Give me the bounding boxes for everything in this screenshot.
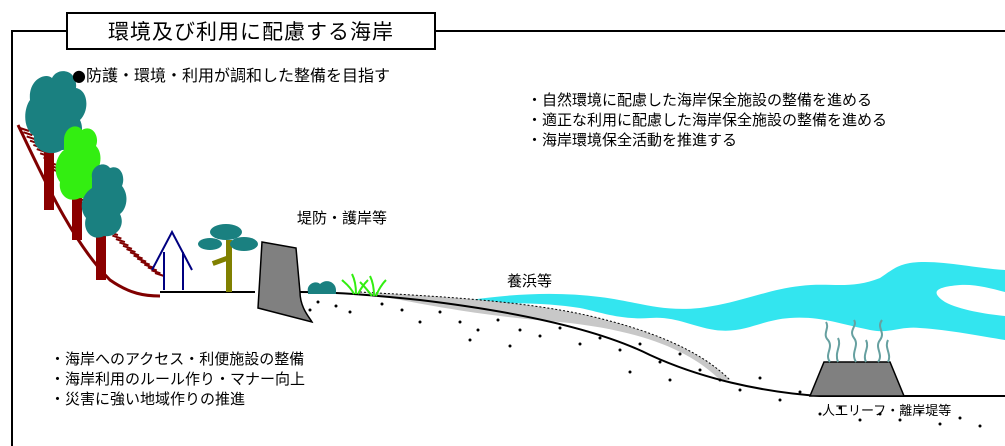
sediment-dot — [538, 334, 542, 338]
sediment-dot — [334, 304, 338, 308]
cliff-hatch — [23, 131, 33, 137]
reef-label: 人工リーフ・離岸堤等 — [822, 404, 952, 419]
cliff-hatch — [119, 241, 129, 247]
sediment-dot — [316, 300, 320, 304]
tree-umbrella — [198, 224, 258, 292]
cliff-hatch — [126, 248, 136, 254]
sediment-dot — [638, 342, 642, 346]
seaweed — [824, 319, 891, 363]
sediment-dot — [938, 422, 942, 426]
policy-item: ・自然環境に配慮した海岸保全施設の整備を進める — [527, 91, 873, 109]
cliff-hatch — [136, 257, 147, 263]
sediment-dot — [678, 352, 682, 356]
goal-statement: ●防護・環境・利用が調和した整備を目指す — [72, 66, 390, 85]
cliff-hatch — [112, 234, 122, 240]
sediment-dot — [698, 368, 702, 372]
sediment-dot — [668, 378, 672, 382]
cliff-hatch — [151, 269, 161, 275]
measure-item: ・災害に強い地域作りの推進 — [50, 390, 246, 408]
policy-item: ・適正な利用に配慮した海岸保全施設の整備を進める — [527, 111, 888, 129]
sediment-dot — [438, 310, 442, 314]
grass-tuft-2 — [359, 275, 387, 297]
sediment-dot — [858, 418, 862, 422]
sediment-dot — [468, 338, 472, 342]
policy-item: ・海岸環境保全活動を推進する — [527, 131, 738, 149]
sediment-dot — [958, 416, 962, 420]
cliff-hatch — [143, 263, 154, 269]
sediment-dot — [798, 390, 802, 394]
sediment-dot — [738, 388, 742, 392]
sediment-dot — [400, 308, 404, 312]
sediment-dot — [778, 398, 782, 402]
cliff-hatch — [115, 238, 126, 244]
nourished-sand — [360, 292, 730, 380]
artificial-reef — [808, 361, 906, 397]
measure-item: ・海岸へのアクセス・利便施設の整備 — [50, 350, 305, 368]
hut — [151, 229, 193, 290]
measure-list: ・海岸へのアクセス・利便施設の整備 ・海岸利用のルール作り・マナー向上 ・災害に… — [50, 349, 305, 409]
sediment-dot — [658, 360, 662, 364]
sediment-dot — [558, 326, 562, 330]
seawall-label: 堤防・護岸等 — [297, 209, 388, 227]
sediment-dot — [348, 310, 352, 314]
diagram-title: 環境及び利用に配慮する海岸 — [66, 12, 436, 50]
sediment-dot — [496, 318, 500, 322]
sediment-dot — [578, 342, 582, 346]
nourishment-label: 養浜等 — [507, 272, 553, 290]
shrub — [307, 281, 336, 294]
sediment-dot — [898, 418, 902, 422]
cliff-hatch — [154, 272, 165, 277]
seawall — [257, 241, 314, 324]
measure-item: ・海岸利用のルール作り・マナー向上 — [50, 370, 306, 388]
grass-tuft-1 — [341, 273, 369, 295]
seabed-sediment — [308, 300, 982, 428]
cliff-hatch — [133, 254, 143, 260]
sediment-dot — [718, 378, 722, 382]
sea-waves — [470, 262, 1005, 340]
tree-light — [55, 126, 101, 240]
sediment-dot — [518, 328, 522, 332]
sediment-dot — [508, 344, 512, 348]
cliff-hatch — [129, 251, 140, 257]
cliff-hatch — [122, 244, 133, 250]
sediment-dot — [418, 320, 422, 324]
sediment-dot — [618, 348, 622, 352]
sand-outline — [359, 291, 731, 381]
sediment-dot — [878, 412, 882, 416]
sediment-dot — [758, 376, 762, 380]
sediment-dot — [598, 336, 602, 340]
policy-list: ・自然環境に配慮した海岸保全施設の整備を進める ・適正な利用に配慮した海岸保全施… — [527, 90, 887, 150]
sediment-dot — [308, 308, 312, 312]
tree-dark-front — [81, 164, 127, 280]
sediment-dot — [978, 424, 982, 428]
sediment-dot — [818, 412, 822, 416]
cliff-hatch — [140, 260, 151, 266]
cliff-hatch — [19, 127, 30, 132]
frame-border — [11, 30, 1005, 446]
sediment-dot — [476, 328, 480, 332]
sediment-dot — [380, 302, 384, 306]
sediment-dot — [458, 320, 462, 324]
sediment-dot — [838, 406, 842, 410]
sediment-dot — [918, 410, 922, 414]
sediment-dot — [628, 370, 632, 374]
